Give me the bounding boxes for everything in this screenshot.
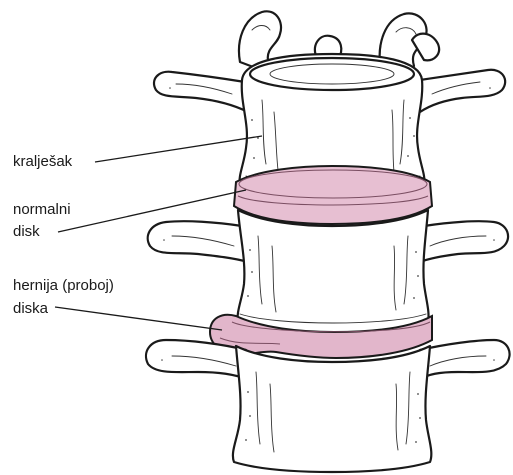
label-herniated-disc-line2: diska [13, 300, 49, 317]
labels: kralješak normalni disk hernija (proboj)… [13, 153, 114, 317]
leader-vertebra [95, 136, 262, 162]
leader-herniated-disc [55, 307, 222, 330]
label-herniated-disc-line1: hernija (proboj) [13, 277, 114, 294]
middle-vertebra-body [238, 210, 429, 336]
lower-vertebra-body [233, 346, 431, 472]
label-normal-disc-line2: disk [13, 223, 40, 240]
label-normal-disc-line1: normalni [13, 201, 71, 218]
label-vertebra: kralješak [13, 153, 73, 170]
normal-disc[interactable] [234, 166, 432, 224]
